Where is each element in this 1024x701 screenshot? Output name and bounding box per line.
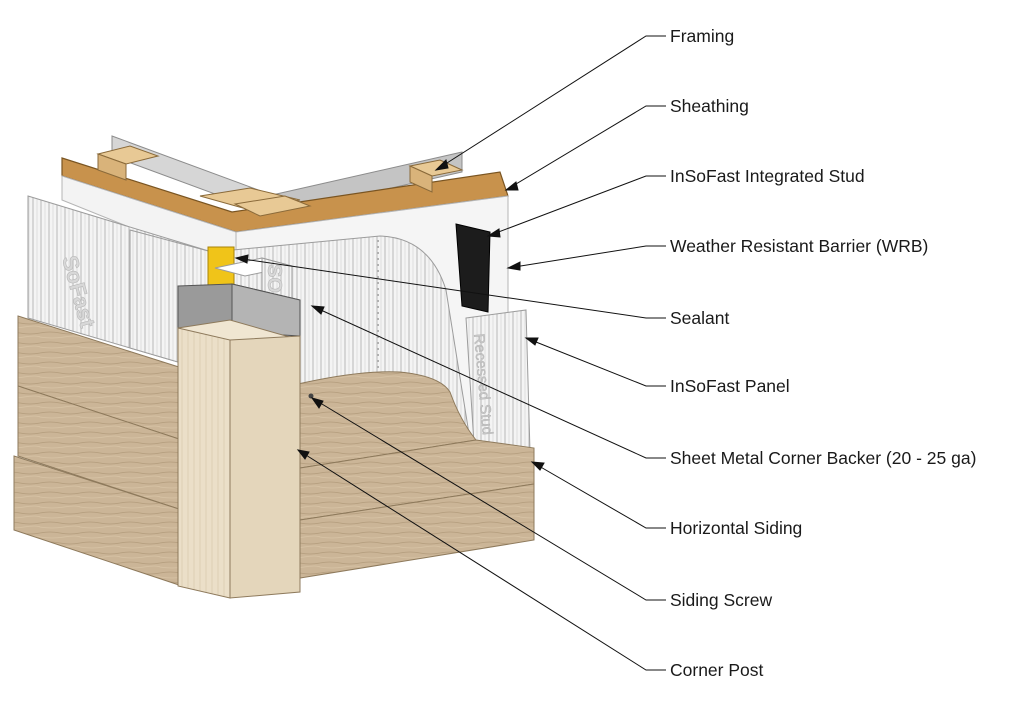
corner-post-right-face bbox=[229, 335, 301, 599]
arrow-head bbox=[310, 305, 325, 315]
arrow-head bbox=[506, 261, 521, 271]
callout-framing: Framing bbox=[670, 26, 735, 46]
callout-sealant: Sealant bbox=[670, 308, 730, 328]
siding-screw bbox=[308, 393, 314, 399]
leader-wrb bbox=[507, 245, 666, 269]
leader-sealant bbox=[235, 257, 666, 319]
corner-post-group bbox=[177, 319, 301, 599]
leader-integrated-stud bbox=[487, 175, 666, 237]
arrow-head bbox=[486, 228, 501, 238]
leader-corner-backer bbox=[311, 305, 666, 459]
arrow-head bbox=[296, 449, 310, 460]
arrow-head bbox=[530, 461, 545, 471]
callout-integrated-stud: InSoFast Integrated Stud bbox=[670, 166, 865, 186]
callout-corner-backer: Sheet Metal Corner Backer (20 - 25 ga) bbox=[670, 448, 977, 468]
callout-horizontal-siding: Horizontal Siding bbox=[670, 518, 803, 538]
leader-corner-post bbox=[297, 449, 666, 671]
panel-brand-right: SO bbox=[263, 264, 285, 293]
callout-siding-screw: Siding Screw bbox=[670, 590, 773, 610]
arrow-head bbox=[524, 337, 539, 346]
lumber-block bbox=[233, 195, 312, 217]
horizontal-siding-left bbox=[13, 315, 183, 587]
leader-panel bbox=[525, 337, 666, 387]
arrow-head bbox=[434, 159, 449, 171]
lumber-blocks bbox=[96, 145, 464, 217]
arrow-head bbox=[310, 397, 324, 409]
callout-corner-post: Corner Post bbox=[670, 660, 764, 680]
arrow-head bbox=[234, 254, 249, 264]
leader-sheathing bbox=[505, 105, 666, 191]
leader-horizontal-siding bbox=[531, 461, 666, 529]
arrow-head bbox=[504, 181, 519, 191]
callout-sheathing: Sheathing bbox=[670, 96, 749, 116]
lumber-block bbox=[409, 165, 433, 193]
leader-framing bbox=[435, 35, 666, 171]
lumber-block bbox=[97, 153, 127, 181]
insofast-integrated-stud bbox=[455, 223, 491, 313]
corner-post-left-face bbox=[177, 327, 231, 599]
callout-wrb: Weather Resistant Barrier (WRB) bbox=[670, 236, 929, 256]
leader-siding-screw bbox=[311, 397, 666, 601]
siding-board bbox=[297, 371, 477, 469]
callout-panel: InSoFast Panel bbox=[670, 376, 790, 396]
horizontal-siding-right bbox=[297, 371, 535, 579]
leader-lines bbox=[234, 35, 666, 671]
